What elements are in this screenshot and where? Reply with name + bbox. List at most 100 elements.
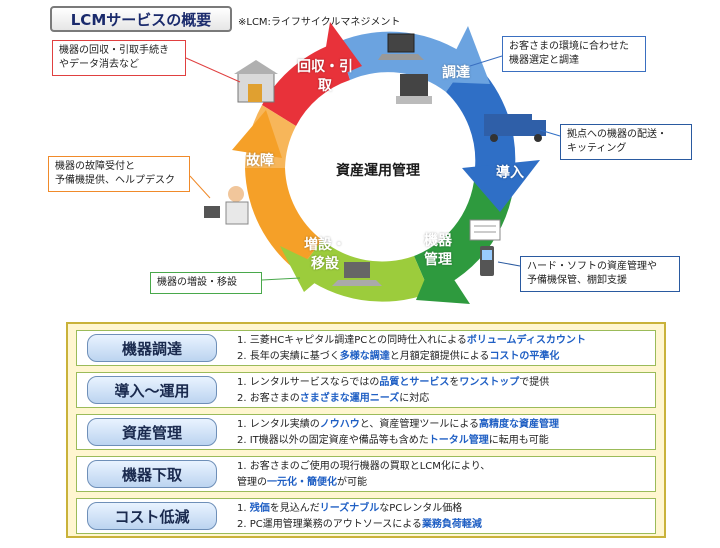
feature-text: に転用も可能 [488,435,549,446]
callout-manage-line1: ハード・ソフトの資産管理や [527,261,657,272]
callout-procure-line1: お客さまの環境に合わせた [509,41,629,52]
callout-procure: お客さまの環境に合わせた 機器選定と調達 [502,36,646,72]
callout-add-line1: 機器の増設・移設 [157,277,237,288]
feature-lines: 1. お客さまのご使用の現行機器の買取とLCM化により、 管理の一元化・簡便化が… [237,459,490,491]
stage-add-line1: 増設・ [304,237,346,253]
callout-deploy: 拠点への機器の配送・ キッティング [560,124,692,160]
stage-manage-line2: 管理 [424,252,452,268]
stage-manage-line1: 機器 [424,233,452,249]
feature-text: 2. 長年の実績に基づく [237,351,340,362]
feature-lines: 1. 残価を見込んだリーズナブルなPCレンタル価格 2. PC運用管理業務のアウ… [237,501,482,533]
feature-label: 資産管理 [87,418,217,446]
callout-collect: 機器の回収・引取手続き やデータ消去など [52,40,186,76]
feature-line: 1. お客さまのご使用の現行機器の買取とLCM化により、 [237,459,490,475]
feature-text: と月額定額提供による [389,351,490,362]
stage-manage-label: 機器 管理 [418,232,458,270]
feature-row: 機器下取 1. お客さまのご使用の現行機器の買取とLCM化により、 管理の一元化… [76,456,656,492]
feature-label: コスト低減 [87,502,217,530]
feature-line: 2. IT機器以外の固定資産や備品等も含めたトータル管理に転用も可能 [237,433,559,449]
callout-deploy-line1: 拠点への機器の配送・ [567,129,667,140]
stage-fault-label: 故障 [246,153,274,169]
feature-line: 1. 三菱HCキャピタル調達PCとの同時仕入れによるボリュームディスカウント [237,333,586,349]
arrowhead-procure [440,26,490,84]
highlight-text: 業務負荷軽減 [421,519,482,530]
feature-table: 機器調達 1. 三菱HCキャピタル調達PCとの同時仕入れによるボリュームディスカ… [66,322,666,538]
laptop-icon [378,33,424,60]
feature-label: 導入〜運用 [87,376,217,404]
feature-text: 1. レンタル実績の [237,419,320,430]
feature-row: 導入〜運用 1. レンタルサービスならではの品質とサービスをワンストップで提供 … [76,372,656,408]
feature-text: を見込んだ [269,503,320,514]
segment-fault [245,168,322,272]
lifecycle-diagram [185,22,561,304]
feature-text: 2. お客さまの [237,393,300,404]
segment-procure [338,31,470,93]
highlight-text: ボリュームディスカウント [466,335,586,346]
feature-text: に対応 [399,393,430,404]
feature-lines: 1. 三菱HCキャピタル調達PCとの同時仕入れによるボリュームディスカウント 2… [237,333,586,365]
callout-fault-line1: 機器の故障受付と [55,161,135,172]
highlight-text: リーズナブル [319,503,380,514]
highlight-text: 一元化・簡便化 [267,477,337,488]
feature-lines: 1. レンタル実績のノウハウと、資産管理ツールによる高精度な資産管理 2. IT… [237,417,559,449]
feature-text: 1. レンタルサービスならではの [237,377,380,388]
feature-row: 機器調達 1. 三菱HCキャピタル調達PCとの同時仕入れによるボリュームディスカ… [76,330,656,366]
feature-text: と、資産管理ツールによる [359,419,480,430]
feature-line: 2. 長年の実績に基づく多様な調達と月額定額提供によるコストの平準化 [237,349,586,365]
document-icon [469,219,501,241]
feature-text: 1. お客さまのご使用の現行機器の買取とLCM化により、 [237,461,491,472]
arrowhead-collect [320,22,362,84]
feature-label: 機器調達 [87,334,217,362]
feature-lines: 1. レンタルサービスならではの品質とサービスをワンストップで提供 2. お客さ… [237,375,549,407]
feature-line: 管理の一元化・簡便化が可能 [237,475,490,491]
arrowhead-add [280,246,330,292]
mobile-phone-icon [480,246,494,276]
feature-line: 1. レンタル実績のノウハウと、資産管理ツールによる高精度な資産管理 [237,417,559,433]
stage-add-label: 増設・ 移設 [300,236,350,274]
arrowhead-deploy [462,160,540,212]
feature-label: 機器下取 [87,460,217,488]
highlight-text: コストの平準化 [489,351,560,362]
highlight-text: さまざまな運用ニーズ [299,393,400,404]
highlight-text: トータル管理 [428,435,489,446]
laptop-small-icon [332,262,382,286]
callout-fault-line2: 予備機提供、ヘルプデスク [55,175,175,186]
callout-manage: ハード・ソフトの資産管理や 予備機保管、棚卸支援 [520,256,680,292]
feature-line: 2. PC運用管理業務のアウトソースによる業務負荷軽減 [237,517,482,533]
feature-text: が可能 [337,477,367,488]
feature-text: 2. IT機器以外の固定資産や備品等も含めた [237,435,429,446]
feature-text: 管理の [237,477,267,488]
feature-text: で提供 [519,377,550,388]
desktop-pc-icon [396,74,432,104]
highlight-text: ワンストップ [459,377,520,388]
highlight-text: 残価 [249,503,270,514]
truck-icon [484,114,546,142]
page-title: LCMサービスの概要 [50,6,232,32]
feature-text: 1. 三菱HCキャピタル調達PCとの同時仕入れによる [237,335,467,346]
callout-add: 機器の増設・移設 [150,272,262,294]
callout-fault: 機器の故障受付と 予備機提供、ヘルプデスク [48,156,190,192]
feature-text: なPCレンタル価格 [379,503,463,514]
highlight-text: 高精度な資産管理 [479,419,560,430]
stage-deploy-label: 導入 [496,165,524,181]
feature-line: 1. 残価を見込んだリーズナブルなPCレンタル価格 [237,501,482,517]
warehouse-icon [234,60,278,103]
feature-line: 2. お客さまのさまざまな運用ニーズに対応 [237,391,549,407]
arrowhead-manage [416,252,470,304]
stage-add-line2: 移設 [311,256,339,272]
feature-text: を [449,377,460,388]
highlight-text: ノウハウ [319,419,360,430]
feature-text: 1. [237,503,250,514]
callout-procure-line2: 機器選定と調達 [509,55,579,66]
arrowhead-fault [232,110,282,158]
callout-collect-line1: 機器の回収・引取手続き [59,45,169,56]
segment-deploy [446,58,516,168]
feature-row: コスト低減 1. 残価を見込んだリーズナブルなPCレンタル価格 2. PC運用管… [76,498,656,534]
callout-collect-line2: やデータ消去など [59,59,139,70]
center-label: 資産運用管理 [336,163,420,179]
lcm-note: ※LCM:ライフサイクルマネジメント [238,17,401,28]
feature-row: 資産管理 1. レンタル実績のノウハウと、資産管理ツールによる高精度な資産管理 … [76,414,656,450]
highlight-text: 品質とサービス [379,377,450,388]
helpdesk-person-icon [204,186,249,225]
callout-manage-line2: 予備機保管、棚卸支援 [527,275,627,286]
